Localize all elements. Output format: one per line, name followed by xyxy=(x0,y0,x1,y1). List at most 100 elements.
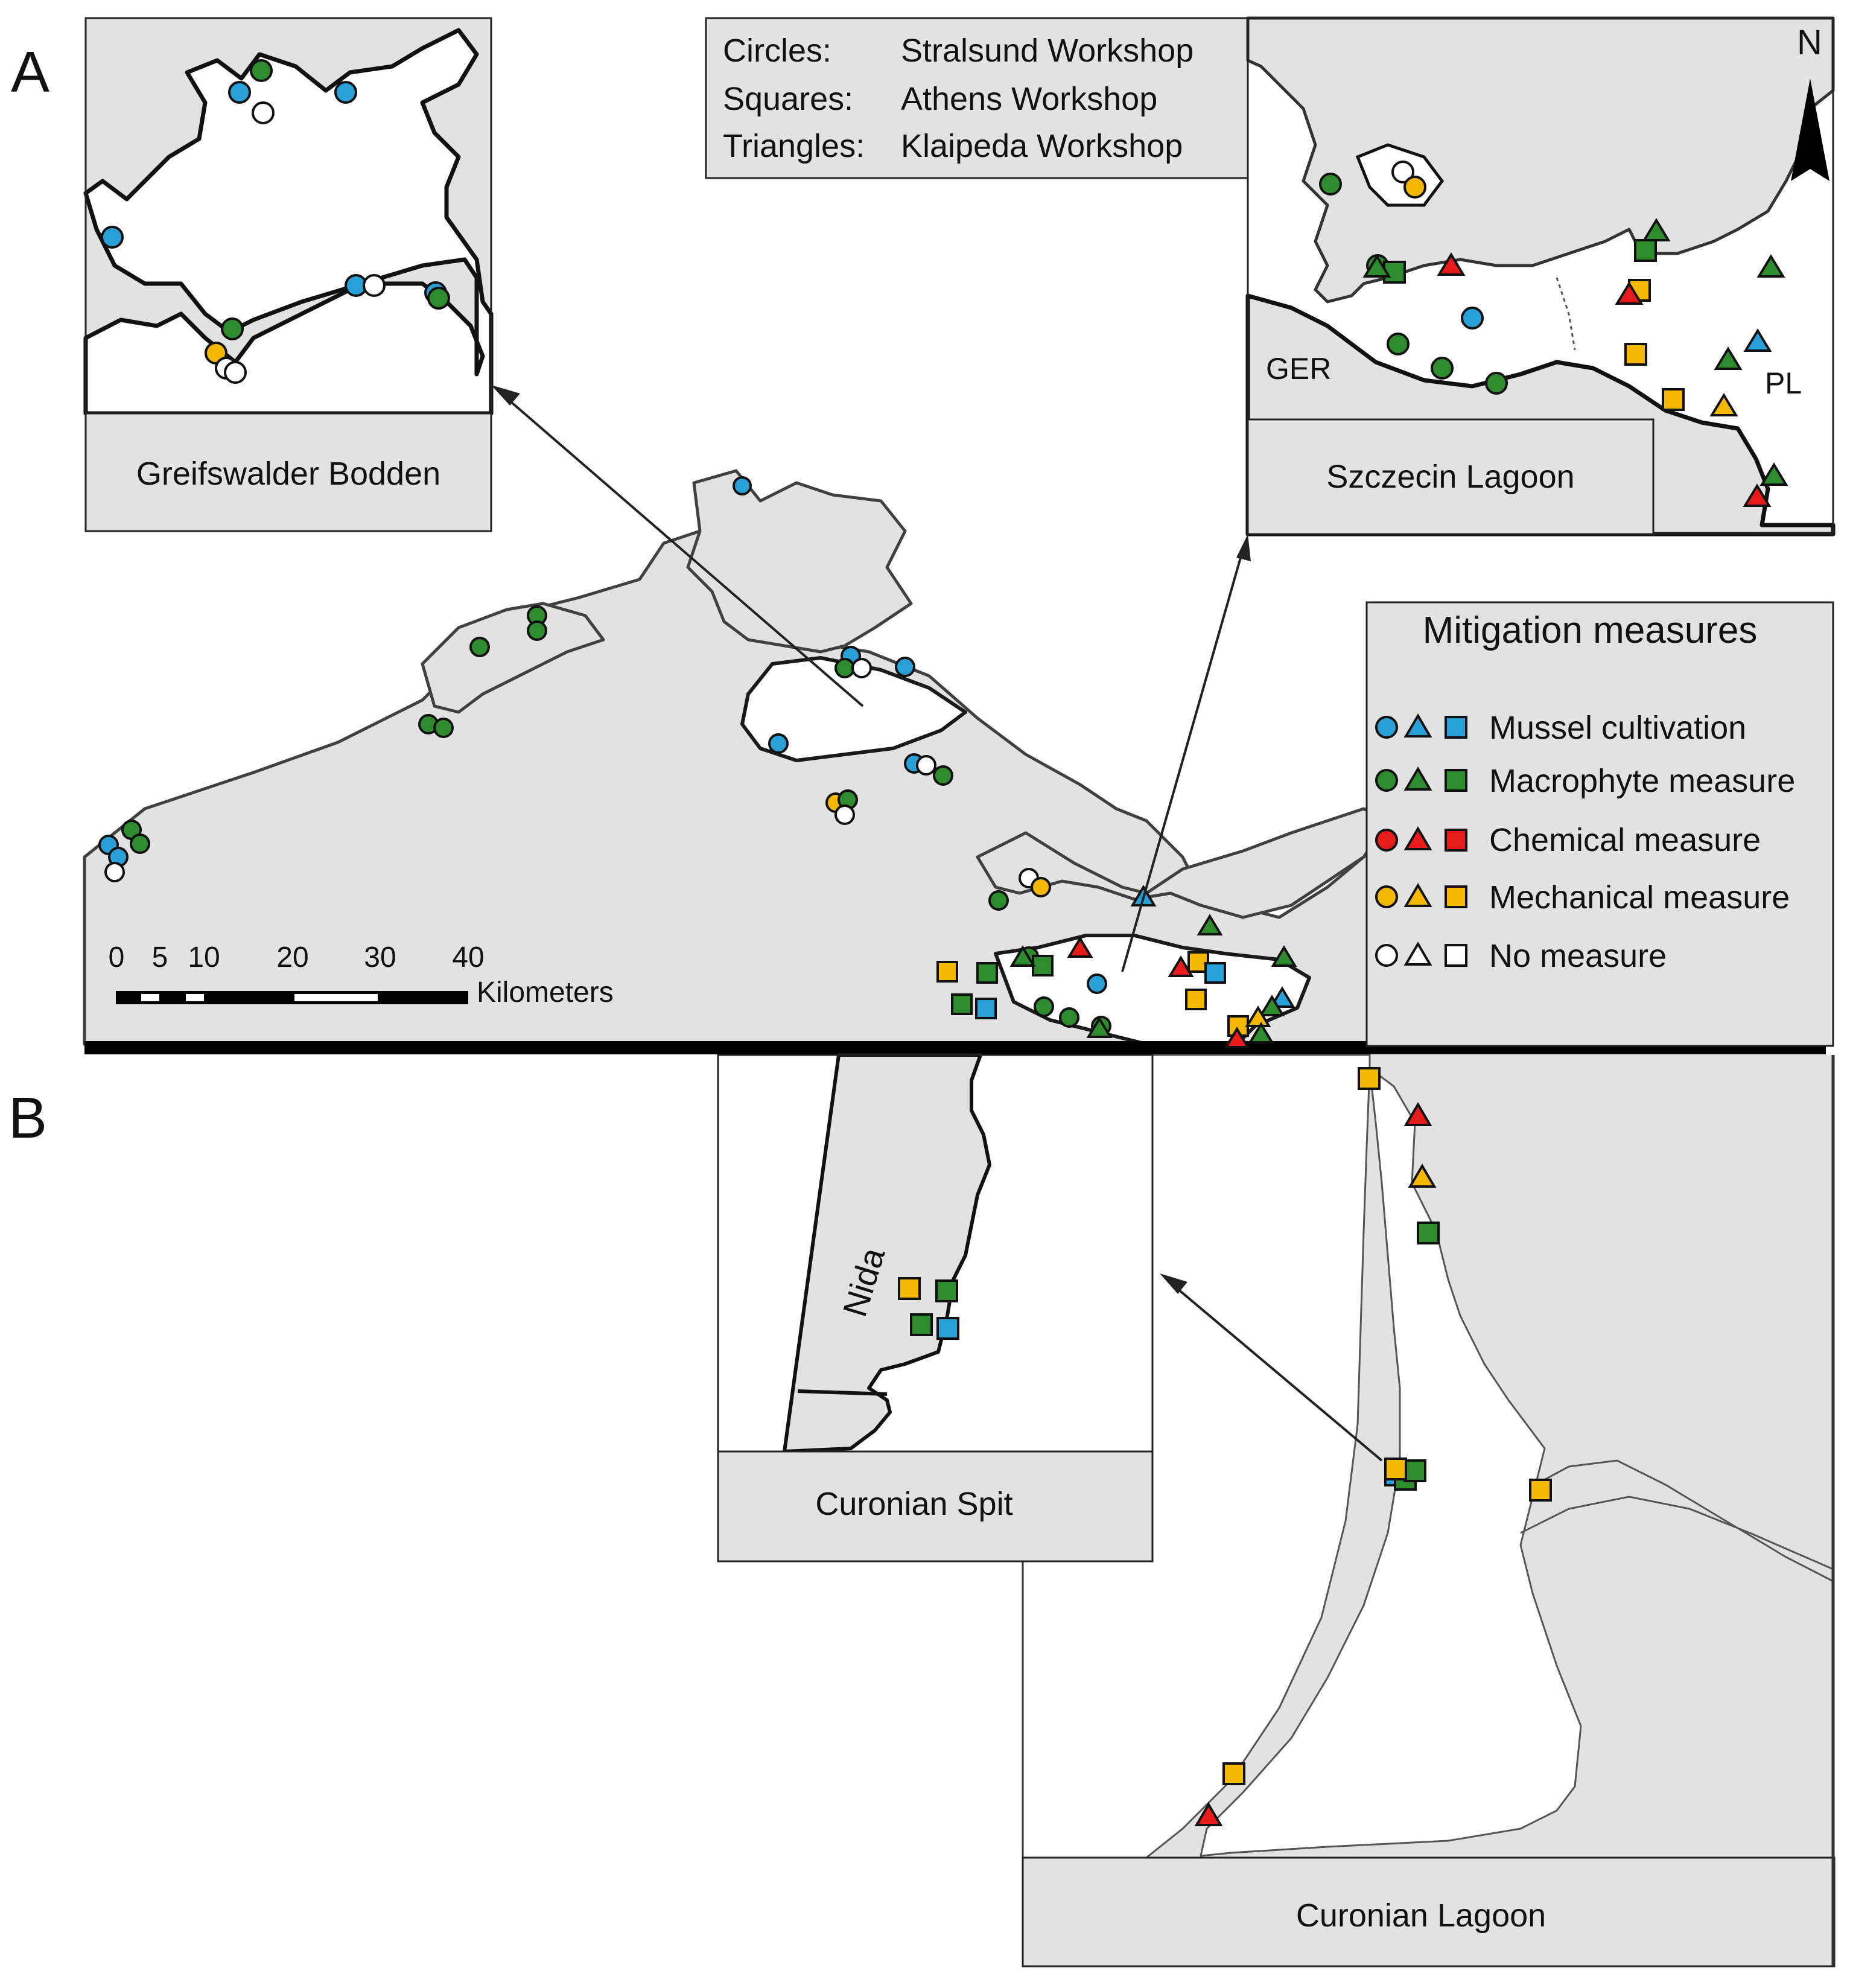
szczecin-land-north xyxy=(1246,16,1835,304)
legend-square-icon xyxy=(1445,944,1467,967)
site-marker xyxy=(851,658,872,678)
legend-triangle-icon xyxy=(1403,826,1432,850)
site-marker xyxy=(1759,462,1788,486)
site-marker xyxy=(1387,333,1410,355)
site-marker xyxy=(834,658,855,678)
scale-tick-label: 5 xyxy=(152,941,168,973)
legend-square-icon xyxy=(1445,885,1467,908)
site-marker xyxy=(1034,996,1054,1017)
site-marker xyxy=(933,765,953,786)
site-marker xyxy=(334,81,357,104)
workshop-key-name: Klaipeda Workshop xyxy=(901,128,1183,164)
site-marker xyxy=(1403,1459,1426,1482)
main-map-symbols xyxy=(98,476,1297,1048)
scale-tick-label: 20 xyxy=(276,941,308,973)
inset-caption-box xyxy=(717,1450,1154,1563)
spit-land xyxy=(783,1053,991,1453)
inset-caption-box xyxy=(84,412,492,532)
site-marker xyxy=(1709,393,1738,416)
zingst-peninsula xyxy=(421,602,605,714)
site-marker xyxy=(1362,254,1391,278)
inset-title: Curonian Lagoon xyxy=(1296,1897,1546,1934)
site-marker xyxy=(1067,936,1093,958)
legend-square-icon xyxy=(1445,829,1467,852)
site-marker xyxy=(1461,307,1484,330)
site-marker xyxy=(1403,1102,1432,1126)
workshop-key-name: Athens Workshop xyxy=(901,81,1157,117)
country-label-ger: GER xyxy=(1266,352,1331,386)
inset-frame xyxy=(84,17,492,532)
site-marker xyxy=(1662,388,1685,411)
site-marker xyxy=(1197,914,1223,935)
inset-title: Szczecin Lagoon xyxy=(1326,459,1574,495)
site-marker xyxy=(1624,343,1647,366)
site-marker xyxy=(1403,176,1426,199)
legend-box xyxy=(1365,601,1834,1047)
scale-tick-label: 30 xyxy=(364,941,396,973)
site-marker xyxy=(1743,328,1772,352)
inset-title: Curonian Spit xyxy=(815,1486,1012,1522)
site-marker xyxy=(363,274,386,297)
site-marker xyxy=(1259,995,1285,1016)
scale-bar-segment xyxy=(186,994,204,1001)
site-marker xyxy=(1358,1067,1381,1090)
site-marker xyxy=(1087,973,1107,994)
legend-circle-icon xyxy=(1375,944,1398,967)
curonian-lagoon-water xyxy=(1200,1067,1582,1857)
site-marker xyxy=(1391,161,1414,183)
site-marker xyxy=(101,226,124,249)
site-marker xyxy=(1224,1027,1250,1048)
legend-circle-icon xyxy=(1375,716,1398,739)
site-marker xyxy=(1009,945,1036,967)
workshop-key-name: Stralsund Workshop xyxy=(901,33,1194,69)
legend: Mitigation measures Mussel cultivation M… xyxy=(1365,601,1834,1047)
legend-square-icon xyxy=(1445,769,1467,792)
greifswald-bodden-water-main xyxy=(740,656,967,762)
legend-circle-icon xyxy=(1375,829,1398,852)
north-arrow-icon xyxy=(1791,78,1829,181)
river-line xyxy=(1529,1459,1834,1582)
legend-item-label: No measure xyxy=(1489,938,1667,974)
inset-title: Greifswalder Bodden xyxy=(136,456,440,492)
arrow-to-curonian-spit xyxy=(1160,1273,1383,1462)
site-marker xyxy=(975,998,997,1019)
scale-bar-segment xyxy=(294,994,378,1001)
site-marker xyxy=(1642,218,1671,241)
legend-triangle-icon xyxy=(1403,941,1432,966)
legend-title: Mitigation measures xyxy=(1423,610,1758,651)
scale-unit-label: Kilometers xyxy=(477,976,614,1008)
site-marker xyxy=(1204,962,1226,984)
scale-bar-segment xyxy=(141,994,159,1001)
site-marker xyxy=(1185,989,1207,1010)
site-marker xyxy=(951,993,973,1015)
workshop-key-shape: Circles: xyxy=(723,33,831,69)
site-marker xyxy=(1059,1007,1079,1028)
site-marker xyxy=(104,862,125,882)
scale-tick-label: 0 xyxy=(109,941,125,973)
site-marker xyxy=(1417,1222,1440,1244)
site-marker xyxy=(1615,281,1644,305)
arrow-to-greifswald xyxy=(491,385,864,707)
scale-tick-label: 10 xyxy=(188,941,220,973)
arrow-to-szczecin xyxy=(1121,534,1251,972)
site-marker xyxy=(1437,252,1466,276)
site-marker xyxy=(252,101,275,124)
site-marker xyxy=(768,733,789,754)
site-marker xyxy=(898,1277,921,1300)
site-marker xyxy=(1031,877,1051,897)
site-marker xyxy=(1485,372,1508,395)
workshop-key: Circles: Stralsund Workshop Squares: Ath… xyxy=(705,17,1249,179)
site-marker xyxy=(733,476,752,495)
site-marker xyxy=(221,317,244,340)
site-marker xyxy=(1384,1458,1407,1480)
inset-curonian-spit: Nida Curonian Spit xyxy=(717,1053,1154,1563)
scale-tick-label: 40 xyxy=(452,941,484,973)
inset-frame xyxy=(1247,17,1834,535)
site-marker xyxy=(1529,1479,1552,1502)
site-marker xyxy=(936,961,958,983)
ruegen-island xyxy=(686,469,913,654)
legend-circle-icon xyxy=(1375,769,1398,792)
panel-b-label: B xyxy=(8,1086,47,1150)
legend-item-label: Mechanical measure xyxy=(1489,879,1790,916)
